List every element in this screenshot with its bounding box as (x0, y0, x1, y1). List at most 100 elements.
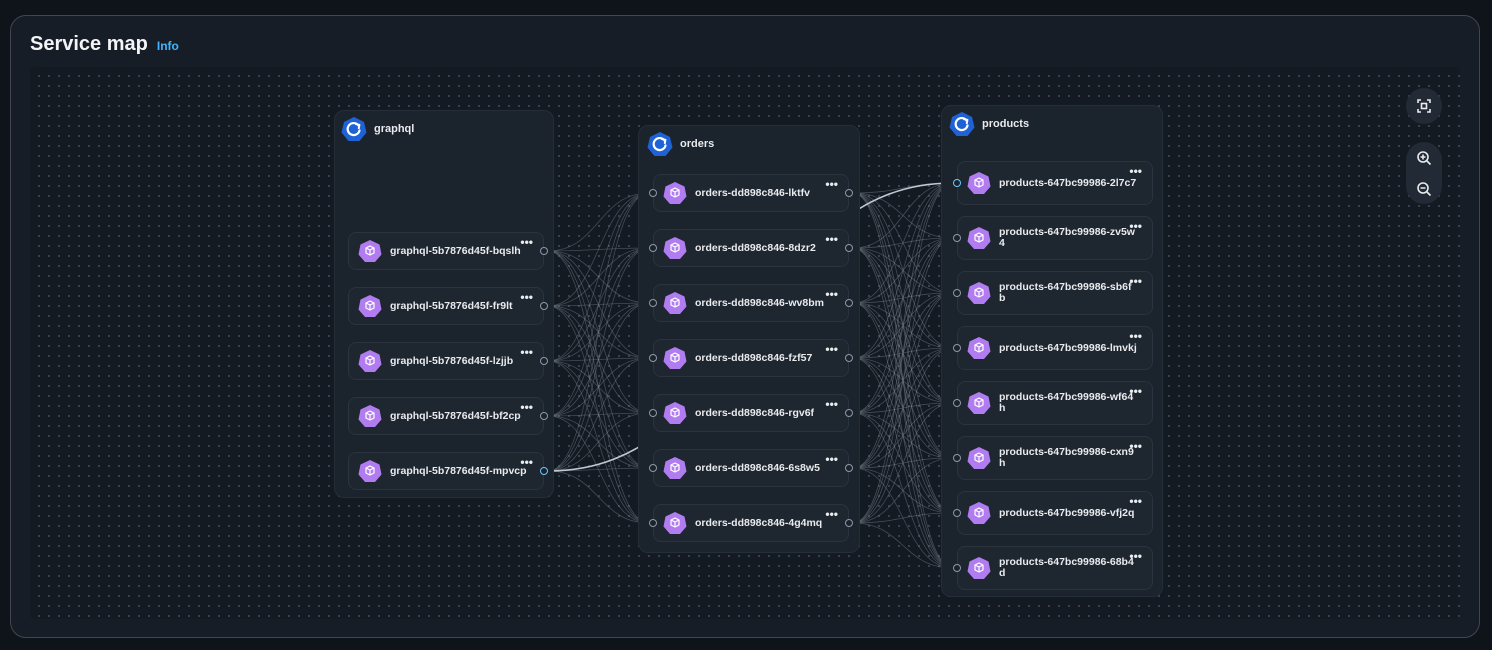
connection-port[interactable] (953, 399, 961, 407)
more-actions-icon[interactable]: ••• (1129, 494, 1142, 508)
more-actions-icon[interactable]: ••• (520, 400, 533, 414)
pod-label: products-647bc99986-vfj2q (999, 506, 1135, 519)
more-actions-icon[interactable]: ••• (825, 287, 838, 301)
pod-icon (663, 402, 687, 424)
pod-label: graphql-5b7876d45f-bf2cp (390, 409, 521, 422)
more-actions-icon[interactable]: ••• (1129, 439, 1142, 453)
more-actions-icon[interactable]: ••• (1129, 384, 1142, 398)
pod-node-products[interactable]: products-647bc99986-68b4d ••• (957, 546, 1153, 590)
pod-icon (663, 292, 687, 314)
connection-port[interactable] (845, 354, 853, 362)
pod-node-products[interactable]: products-647bc99986-2l7c7 ••• (957, 161, 1153, 205)
connection-port[interactable] (845, 189, 853, 197)
pod-node-graphql[interactable]: graphql-5b7876d45f-bf2cp ••• (348, 397, 544, 435)
connection-port[interactable] (540, 467, 548, 475)
connection-port[interactable] (649, 244, 657, 252)
pod-label: products-647bc99986-zv5w4 (999, 226, 1135, 249)
connection-port[interactable] (953, 234, 961, 242)
pod-label: orders-dd898c846-fzf57 (695, 351, 813, 364)
group-label: orders (680, 138, 715, 150)
pod-icon (663, 457, 687, 479)
more-actions-icon[interactable]: ••• (825, 397, 838, 411)
connection-port[interactable] (649, 464, 657, 472)
more-actions-icon[interactable]: ••• (520, 235, 533, 249)
connection-port[interactable] (953, 179, 961, 187)
pod-label: orders-dd898c846-6s8w5 (695, 461, 820, 474)
fit-view-icon (1417, 99, 1431, 113)
pod-label: products-647bc99986-68b4d (999, 556, 1134, 579)
zoom-out-icon[interactable] (1416, 181, 1432, 197)
more-actions-icon[interactable]: ••• (1129, 164, 1142, 178)
connection-port[interactable] (953, 509, 961, 517)
pod-node-products[interactable]: products-647bc99986-cxn9h ••• (957, 436, 1153, 480)
connection-port[interactable] (540, 247, 548, 255)
connection-port[interactable] (845, 464, 853, 472)
connection-port[interactable] (649, 354, 657, 362)
more-actions-icon[interactable]: ••• (520, 290, 533, 304)
connection-port[interactable] (649, 299, 657, 307)
connection-port[interactable] (845, 244, 853, 252)
pod-node-products[interactable]: products-647bc99986-wf64h ••• (957, 381, 1153, 425)
pod-node-orders[interactable]: orders-dd898c846-lktfv ••• (653, 174, 849, 212)
connection-port[interactable] (540, 412, 548, 420)
more-actions-icon[interactable]: ••• (520, 345, 533, 359)
pod-node-graphql[interactable]: graphql-5b7876d45f-mpvcp ••• (348, 452, 544, 490)
pod-node-orders[interactable]: orders-dd898c846-rgv6f ••• (653, 394, 849, 432)
pod-icon (358, 350, 382, 372)
pod-node-products[interactable]: products-647bc99986-lmvkj ••• (957, 326, 1153, 370)
pod-label: orders-dd898c846-lktfv (695, 186, 810, 199)
more-actions-icon[interactable]: ••• (1129, 274, 1142, 288)
connection-port[interactable] (953, 289, 961, 297)
connection-port[interactable] (953, 564, 961, 572)
pod-node-products[interactable]: products-647bc99986-vfj2q ••• (957, 491, 1153, 535)
more-actions-icon[interactable]: ••• (1129, 219, 1142, 233)
pod-node-graphql[interactable]: graphql-5b7876d45f-lzjjb ••• (348, 342, 544, 380)
more-actions-icon[interactable]: ••• (825, 452, 838, 466)
pod-node-graphql[interactable]: graphql-5b7876d45f-bqslh ••• (348, 232, 544, 270)
more-actions-icon[interactable]: ••• (825, 342, 838, 356)
pod-icon (663, 182, 687, 204)
pod-label: graphql-5b7876d45f-lzjjb (390, 354, 514, 367)
pod-node-orders[interactable]: orders-dd898c846-6s8w5 ••• (653, 449, 849, 487)
more-actions-icon[interactable]: ••• (825, 177, 838, 191)
connection-port[interactable] (845, 519, 853, 527)
more-actions-icon[interactable]: ••• (825, 232, 838, 246)
connection-port[interactable] (649, 519, 657, 527)
group-header-graphql[interactable]: graphql (341, 116, 414, 142)
connection-port[interactable] (845, 409, 853, 417)
pod-icon (967, 502, 991, 524)
connection-port[interactable] (649, 189, 657, 197)
pod-icon (967, 172, 991, 194)
pod-icon (663, 237, 687, 259)
connection-port[interactable] (649, 409, 657, 417)
more-actions-icon[interactable]: ••• (1129, 329, 1142, 343)
group-header-products[interactable]: products (949, 111, 1029, 137)
pod-icon (967, 447, 991, 469)
service-icon (949, 112, 975, 136)
pod-node-orders[interactable]: orders-dd898c846-8dzr2 ••• (653, 229, 849, 267)
fit-view-button[interactable] (1406, 88, 1442, 124)
pod-node-products[interactable]: products-647bc99986-zv5w4 ••• (957, 216, 1153, 260)
pod-node-graphql[interactable]: graphql-5b7876d45f-fr9lt ••• (348, 287, 544, 325)
pod-label: products-647bc99986-2l7c7 (999, 176, 1137, 189)
group-header-orders[interactable]: orders (647, 131, 714, 157)
more-actions-icon[interactable]: ••• (520, 455, 533, 469)
connection-port[interactable] (540, 357, 548, 365)
pod-icon (358, 460, 382, 482)
connection-port[interactable] (953, 344, 961, 352)
connection-port[interactable] (845, 299, 853, 307)
pod-icon (358, 295, 382, 317)
pod-node-products[interactable]: products-647bc99986-sb6fb ••• (957, 271, 1153, 315)
more-actions-icon[interactable]: ••• (1129, 549, 1142, 563)
info-link[interactable]: Info (156, 39, 179, 53)
connection-port[interactable] (540, 302, 548, 310)
pod-label: graphql-5b7876d45f-fr9lt (390, 299, 513, 312)
pod-node-orders[interactable]: orders-dd898c846-fzf57 ••• (653, 339, 849, 377)
pod-node-orders[interactable]: orders-dd898c846-4g4mq ••• (653, 504, 849, 542)
connection-port[interactable] (953, 454, 961, 462)
pod-node-orders[interactable]: orders-dd898c846-wv8bm ••• (653, 284, 849, 322)
zoom-in-icon[interactable] (1416, 150, 1432, 166)
more-actions-icon[interactable]: ••• (825, 507, 838, 521)
pod-label: products-647bc99986-cxn9h (999, 446, 1134, 469)
pod-label: products-647bc99986-wf64h (999, 391, 1134, 414)
